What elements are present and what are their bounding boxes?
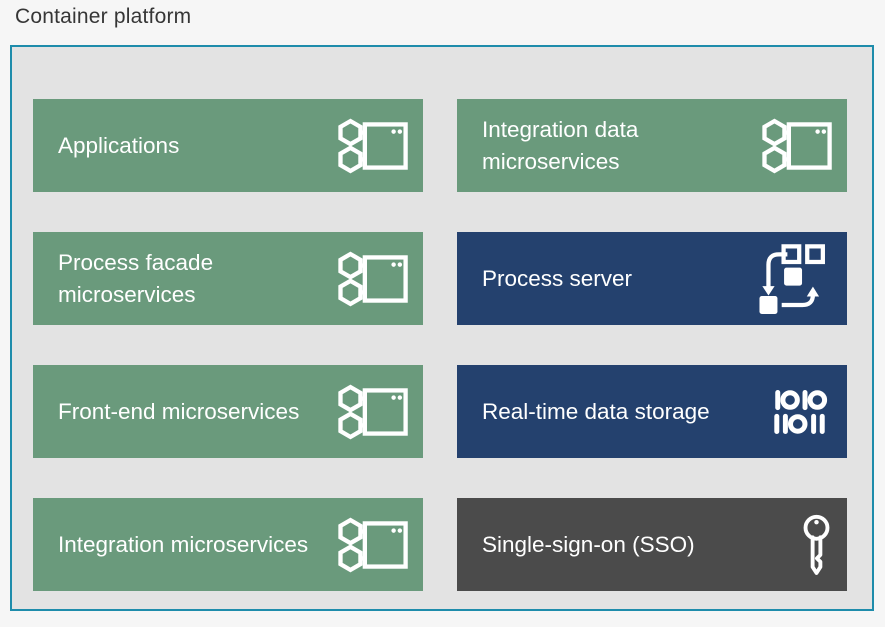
box-real-time-data-storage: Real-time data storage [457, 365, 847, 458]
box-single-sign-on: Single-sign-on (SSO) [457, 498, 847, 591]
box-process-server: Process server [457, 232, 847, 325]
microservices-icon [338, 383, 408, 441]
box-label: Applications [58, 132, 180, 158]
boxes-grid: Applications Integration data microservi… [12, 47, 872, 591]
box-label: Process facade microservices [58, 250, 214, 307]
box-process-facade-microservices: Process facade microservices [33, 232, 423, 325]
container-platform-panel: Applications Integration data microservi… [10, 45, 874, 611]
box-front-end-microservices: Front-end microservices [33, 365, 423, 458]
box-integration-data-microservices: Integration data microservices [457, 99, 847, 192]
box-applications: Applications [33, 99, 423, 192]
box-integration-microservices: Integration microservices [33, 498, 423, 591]
diagram-title: Container platform [15, 5, 192, 28]
microservices-icon [338, 117, 408, 175]
box-label: Real-time data storage [482, 398, 710, 424]
box-label: Single-sign-on (SSO) [482, 531, 695, 557]
box-label: Integration data microservices [482, 117, 639, 174]
microservices-icon [338, 250, 408, 308]
binary-data-icon [774, 389, 832, 434]
microservices-icon [762, 117, 832, 175]
key-icon [801, 513, 832, 577]
microservices-icon [338, 516, 408, 574]
process-flow-icon [756, 243, 832, 314]
box-label: Integration microservices [58, 531, 309, 557]
box-label: Process server [482, 265, 633, 291]
box-label: Front-end microservices [58, 398, 300, 424]
